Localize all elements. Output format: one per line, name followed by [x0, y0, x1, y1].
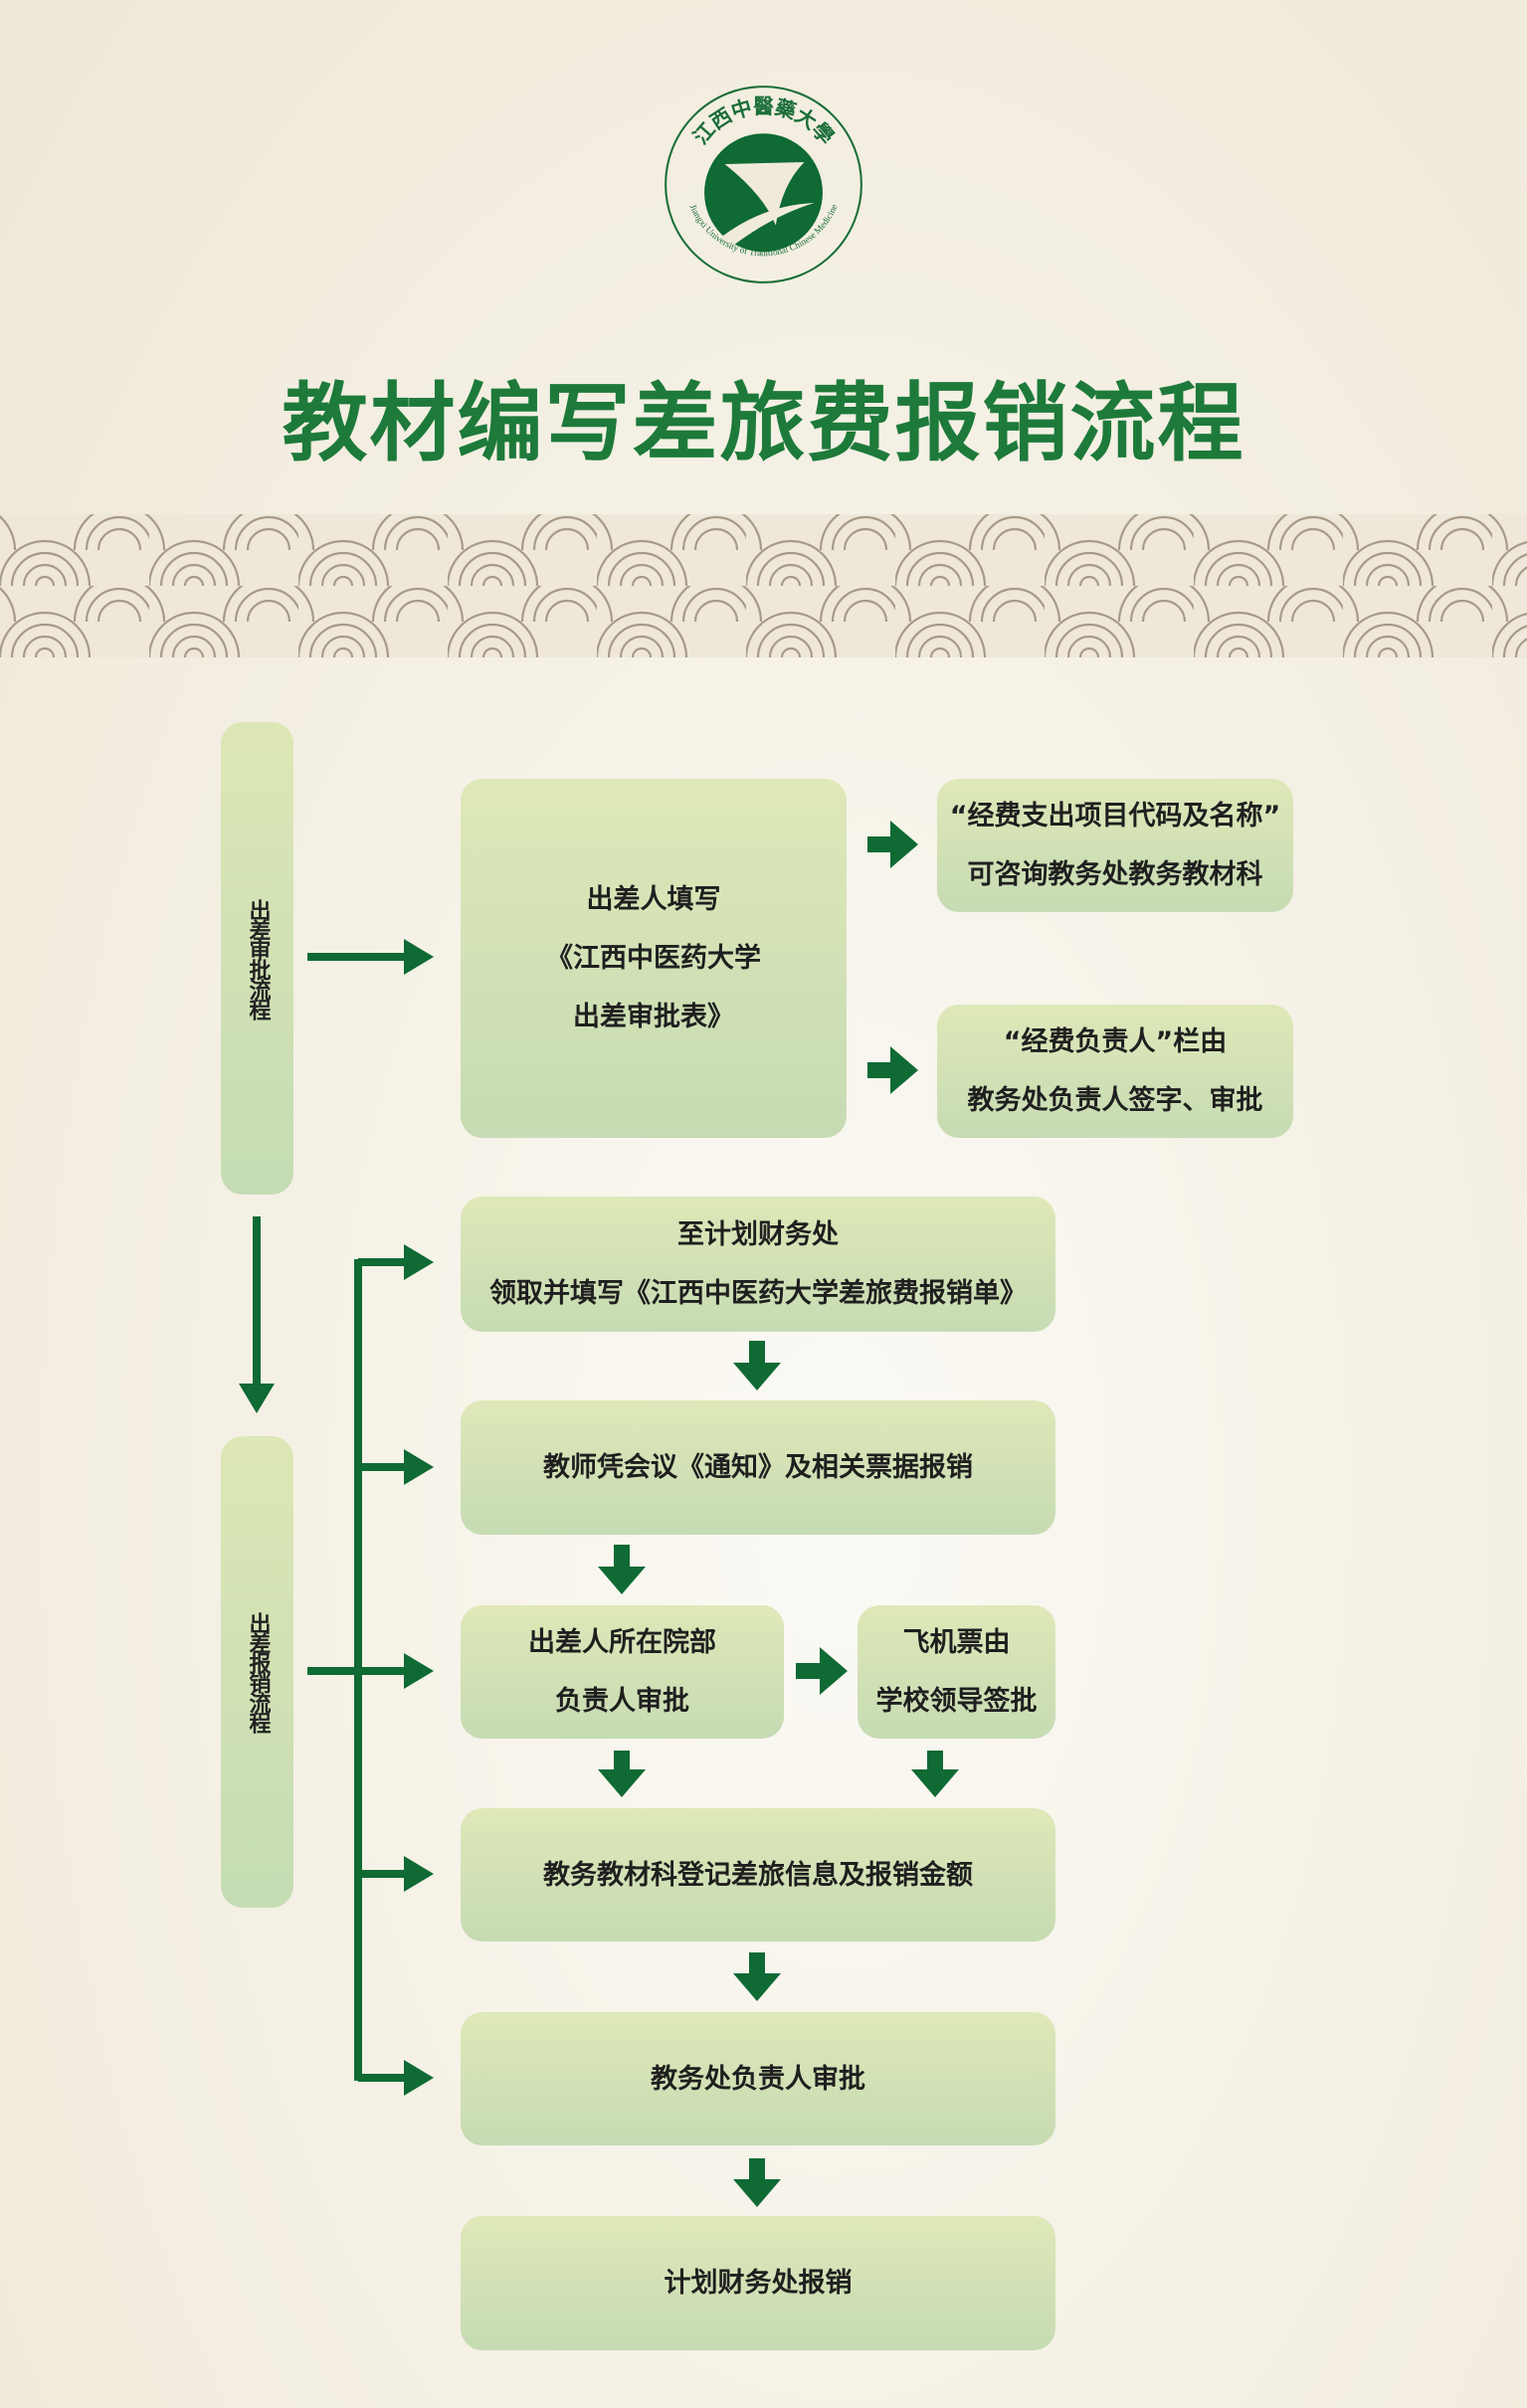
step-text: 出差人填写 [586, 884, 721, 915]
page-title: 教材编写差旅费报销流程 [282, 374, 1245, 473]
phase-reimbursement-label: 出差报销流程 [221, 1436, 293, 1908]
step-text: 飞机票由 [902, 1627, 1011, 1658]
step-text: 领取并填写《江西中医药大学差旅费报销单》 [489, 1278, 1027, 1309]
step-text: 负责人审批 [555, 1686, 689, 1717]
step-text: 《江西中医药大学 [546, 943, 761, 974]
step-text: 教务教材科登记差旅信息及报销金额 [543, 1859, 973, 1891]
note-text: “经费支出项目代码及名称” [949, 801, 1281, 832]
step-office-head-approval: 教务处负责人审批 [461, 2012, 1055, 2145]
step-submit-receipts: 教师凭会议《通知》及相关票据报销 [461, 1400, 1055, 1535]
step-department-approval: 出差人所在院部 负责人审批 [461, 1605, 784, 1739]
step-text: 学校领导签批 [875, 1686, 1038, 1717]
note-fund-signature: “经费负责人”栏由 教务处负责人签字、审批 [937, 1005, 1293, 1138]
step-finance-reimbursement: 计划财务处报销 [461, 2216, 1055, 2350]
note-text: 可咨询教务处教务教材科 [967, 859, 1263, 890]
step-text: 出差人所在院部 [528, 1627, 716, 1658]
note-text: “经费负责人”栏由 [1003, 1026, 1228, 1057]
step-register-travel-info: 教务教材科登记差旅信息及报销金额 [461, 1808, 1055, 1942]
step-get-reimbursement-form: 至计划财务处 领取并填写《江西中医药大学差旅费报销单》 [461, 1197, 1055, 1332]
wave-pattern-band [0, 514, 1527, 657]
step-text: 出差审批表》 [573, 1002, 734, 1032]
note-expense-code: “经费支出项目代码及名称” 可咨询教务处教务教材科 [937, 779, 1293, 912]
step-fill-approval-form: 出差人填写 《江西中医药大学 出差审批表》 [461, 779, 847, 1138]
phase-reimbursement-text: 出差报销流程 [245, 1612, 271, 1732]
step-text: 教师凭会议《通知》及相关票据报销 [543, 1452, 973, 1483]
step-text: 教务处负责人审批 [651, 2063, 865, 2095]
step-text: 至计划财务处 [677, 1219, 839, 1250]
phase-approval-text: 出差审批流程 [245, 898, 271, 1019]
university-logo: 江西中醫藥大學 Jiangxi University of Traditiona… [665, 86, 862, 283]
phase-approval-label: 出差审批流程 [221, 722, 293, 1195]
step-flight-ticket-approval: 飞机票由 学校领导签批 [858, 1605, 1055, 1739]
note-text: 教务处负责人签字、审批 [967, 1085, 1263, 1116]
step-text: 计划财务处报销 [664, 2268, 853, 2299]
connector-line [307, 1667, 358, 1675]
